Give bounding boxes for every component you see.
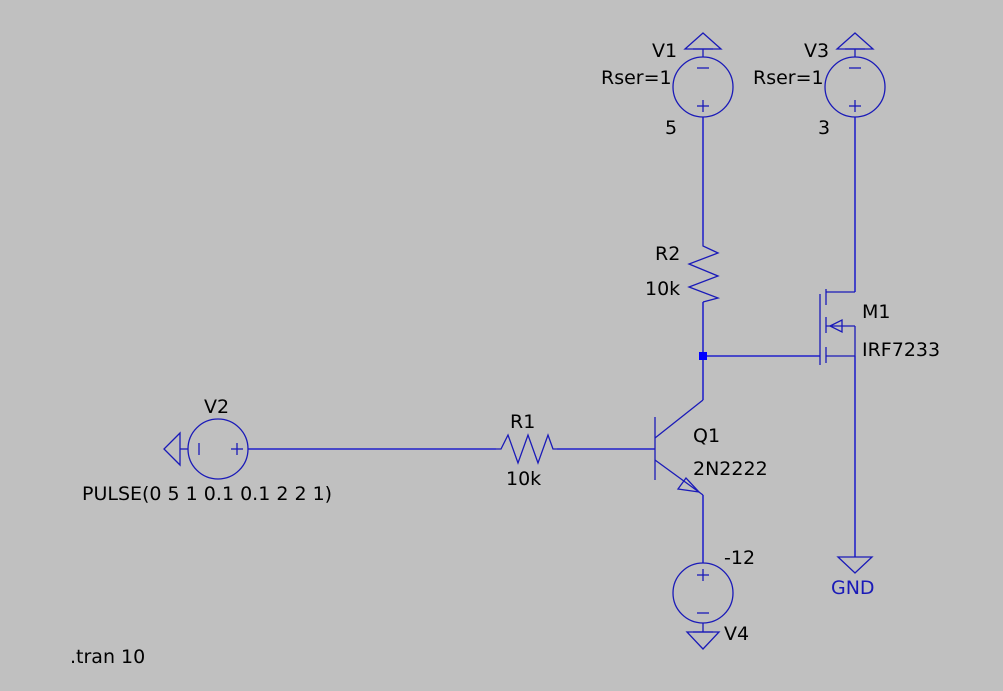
q1-name-label: Q1 (693, 425, 720, 447)
v3-name-label: V3 (804, 40, 829, 62)
voltage-source-v3[interactable] (824, 32, 886, 118)
junction-dot (699, 352, 707, 360)
gnd-net-label: GND (831, 577, 875, 599)
tran-directive[interactable]: .tran 10 (70, 646, 145, 668)
r2-name-label: R2 (655, 243, 680, 265)
v4-name-label: V4 (724, 623, 749, 645)
r2-value-label: 10k (645, 278, 680, 300)
voltage-source-v2[interactable] (163, 418, 249, 480)
supply-arrow-icon (685, 631, 721, 650)
m1-name-label: M1 (862, 301, 890, 323)
v1-rser-label: Rser=1 (601, 67, 672, 89)
voltage-source-v4[interactable] (672, 562, 734, 650)
v4-value-label: -12 (724, 547, 755, 569)
v2-value-label: PULSE(0 5 1 0.1 0.1 2 2 1) (82, 483, 332, 505)
supply-arrow-icon (163, 431, 181, 467)
ground-icon (836, 556, 874, 574)
voltage-source-icon (672, 56, 734, 118)
v1-value-label: 5 (665, 117, 677, 139)
v1-name-label: V1 (652, 40, 677, 62)
resistor-r2[interactable] (687, 240, 721, 303)
supply-arrow-icon (835, 32, 875, 50)
m1-model-label: IRF7233 (862, 339, 940, 361)
v3-value-label: 3 (818, 117, 830, 139)
resistor-r1[interactable] (496, 433, 557, 465)
resistor-icon (687, 240, 721, 303)
v2-name-label: V2 (204, 396, 229, 418)
voltage-source-v1[interactable] (672, 32, 734, 118)
transistor-q1[interactable] (654, 399, 704, 496)
supply-arrow-icon (683, 32, 723, 50)
voltage-source-icon (824, 56, 886, 118)
r1-name-label: R1 (510, 411, 535, 433)
r1-value-label: 10k (506, 468, 541, 490)
voltage-source-icon (187, 418, 249, 480)
q1-model-label: 2N2222 (693, 458, 768, 480)
resistor-icon (496, 433, 557, 465)
mosfet-m1[interactable] (819, 289, 856, 365)
v3-rser-label: Rser=1 (753, 67, 824, 89)
ground-symbol[interactable] (836, 556, 874, 574)
wires (248, 117, 856, 563)
